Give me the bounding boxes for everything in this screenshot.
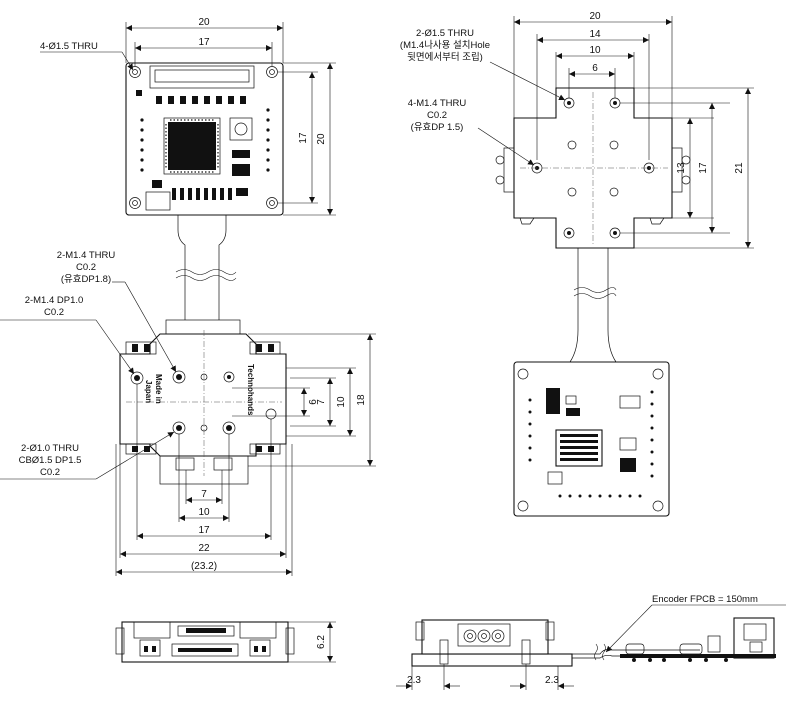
dim-width-14: 14 [589,29,601,40]
stage-detail-dimensions: 7 10 17 22 (23.2) 6 7 10 18 2-M1.4 [0,250,376,576]
dim-right-offset: 2.3 [545,675,559,686]
engraving-maker: Technohands [246,364,255,416]
dim-h6: 6 [308,399,319,405]
note-stage-a-line1: 2-M1.4 THRU [57,250,116,261]
note-stage-a-line2: C0.2 [76,262,96,273]
dim-w17: 17 [198,525,210,536]
dim-h10: 10 [336,396,347,408]
note-stage-a-line3: (유효DP1.8) [61,274,111,285]
side-view-left: 6.2 [115,621,336,663]
engraving-japan: Japan [144,380,153,403]
dim-height-13: 13 [676,162,687,174]
note-holes-a-line1: 2-Ø1.5 THRU [416,28,474,39]
dim-overall-width: 20 [198,17,210,28]
dim-height-21: 21 [734,162,745,174]
side-view-right: Encoder FPCB = 150mm 2.3 2.3 [396,594,786,690]
dim-h18: 18 [356,394,367,406]
note-stage-b-line1: 2-M1.4 DP1.0 [25,295,84,306]
dim-w23-2: (23.2) [191,561,217,572]
note-mount-holes: 4-Ø1.5 THRU [40,41,98,52]
dim-hole-pitch-y: 17 [298,132,309,144]
note-stage-c-line2: CBØ1.5 DP1.5 [19,455,82,466]
dim-w7: 7 [201,489,207,500]
dim-w22: 22 [198,543,210,554]
dim-w10: 10 [198,507,210,518]
dim-hole-pitch-x: 17 [198,37,210,48]
dim-width-10: 10 [589,45,601,56]
pcb-top-view [125,62,284,320]
dim-h7: 7 [316,399,327,405]
note-stage-b-line2: C0.2 [44,307,64,318]
dim-width-6: 6 [592,63,598,74]
dim-width-20: 20 [589,11,601,22]
note-stage-c-line3: C0.2 [40,467,60,478]
note-holes-b-line2: C0.2 [427,110,447,121]
dim-side-height: 6.2 [316,635,327,649]
note-holes-b-line3: (유효DP 1.5) [411,122,464,133]
note-encoder-fpcb: Encoder FPCB = 150mm [652,594,758,605]
dim-height-17: 17 [698,162,709,174]
mounting-holes [129,66,278,209]
encoder-pcb-view [513,361,670,517]
dim-left-offset: 2.3 [407,675,421,686]
stage-top-dimensions: 20 14 10 6 13 17 21 2-Ø1.5 THRU (M1.4나사용… [400,11,754,249]
dim-overall-height: 20 [316,133,327,145]
note-holes-a-line2: (M1.4나사용 설치Hole [400,39,490,51]
note-stage-c-line1: 2-Ø1.0 THRU [21,443,79,454]
stage-top-view [495,87,691,363]
stage-detail-view: Made in Japan Technohands [119,319,287,485]
engraving-made-in: Made in [154,374,163,404]
note-holes-a-line3: 뒷면에서부터 조립) [407,51,483,63]
note-holes-b-line1: 4-M1.4 THRU [408,98,467,109]
pcb-top-dimensions: 20 17 17 20 4-Ø1.5 THRU [40,17,336,216]
